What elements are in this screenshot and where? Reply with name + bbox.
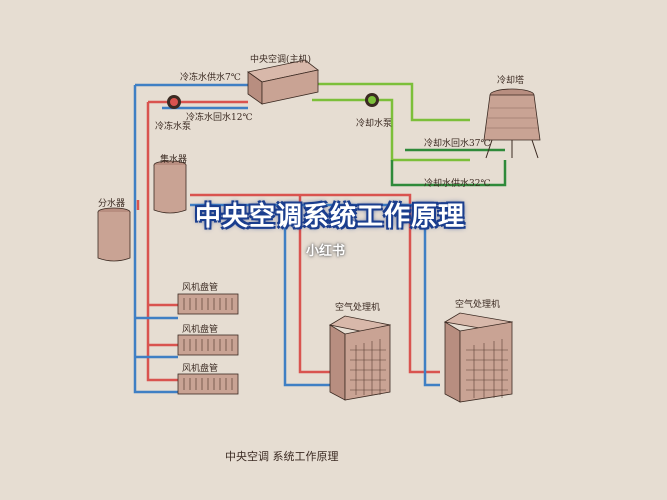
label-main-unit: 中央空调(主机) xyxy=(250,55,312,65)
label-water-collector: 集水器 xyxy=(160,155,188,165)
chiller-unit xyxy=(247,59,319,105)
label-fan-coil-2: 风机盘管 xyxy=(182,325,219,335)
cooling-tower xyxy=(483,88,541,159)
fan-coil-unit-1 xyxy=(177,293,239,315)
label-cooling-return: 冷却水回水37℃ xyxy=(424,139,491,149)
cooling-water-pump xyxy=(365,93,379,107)
air-handling-unit-2 xyxy=(443,312,514,403)
label-ahu-1: 空气处理机 xyxy=(335,303,381,313)
label-cooling-supply: 冷却水供水32℃ xyxy=(424,179,491,189)
chilled-water-pump xyxy=(167,95,181,109)
air-handling-unit-1 xyxy=(328,315,392,401)
label-cooling-pump: 冷却水泵 xyxy=(356,119,393,129)
label-fan-coil-3: 风机盘管 xyxy=(182,364,219,374)
diagram-caption: 中央空调 系统工作原理 xyxy=(225,450,339,463)
label-ahu-2: 空气处理机 xyxy=(455,300,501,310)
label-chilled-supply: 冷冻水供水7℃ xyxy=(180,73,241,83)
fan-coil-unit-2 xyxy=(177,334,239,356)
label-chilled-pump: 冷冻水泵 xyxy=(155,122,192,132)
label-chilled-return: 冷冻水回水12℃ xyxy=(186,113,253,123)
fan-coil-unit-3 xyxy=(177,373,239,395)
cooling-pipes xyxy=(312,82,507,187)
brand-watermark: 小红书 xyxy=(306,244,346,259)
diagram-title: 中央空调系统工作原理 xyxy=(194,202,465,232)
water-divider xyxy=(97,207,131,262)
return-pipes xyxy=(133,83,440,394)
label-cooling-tower: 冷却塔 xyxy=(497,76,525,86)
water-collector xyxy=(153,160,187,214)
label-water-divider: 分水器 xyxy=(98,199,126,209)
label-fan-coil-1: 风机盘管 xyxy=(182,283,219,293)
